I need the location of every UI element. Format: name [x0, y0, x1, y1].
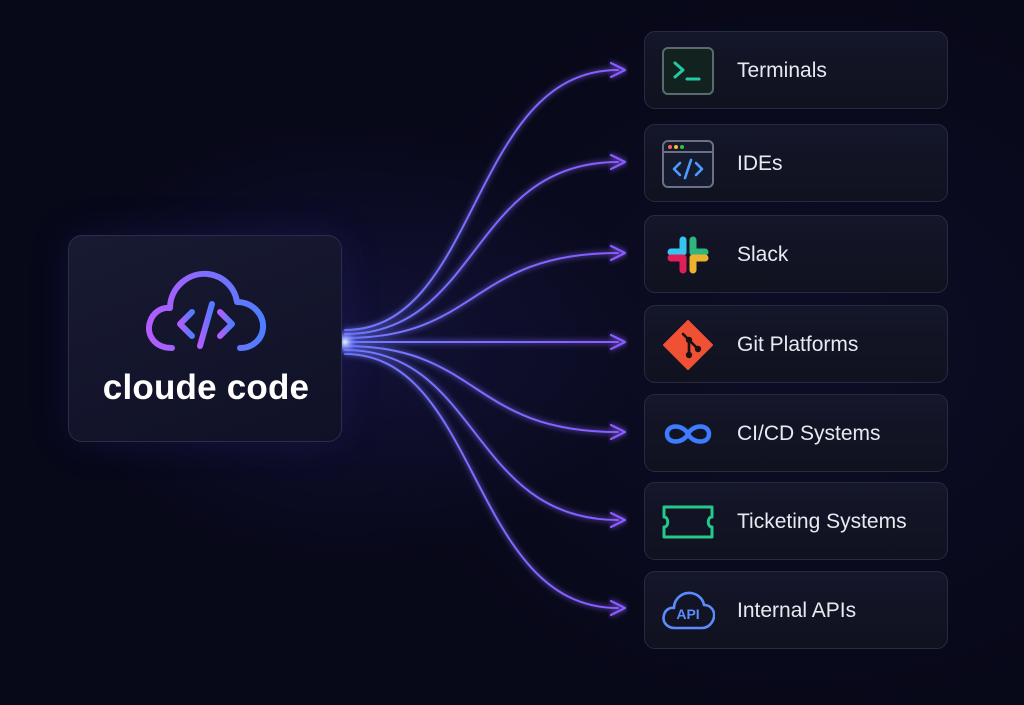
git-icon: [663, 320, 713, 370]
connector-cicd: [344, 345, 619, 433]
cloud-code-icon: [146, 270, 267, 351]
connector-apis: [344, 353, 619, 609]
arrowhead-ides: [609, 153, 627, 171]
target-label: Ticketing Systems: [737, 510, 907, 533]
target-card-ides[interactable]: IDEs: [644, 124, 948, 202]
arrowhead-git: [609, 333, 627, 351]
arrowhead-cicd: [609, 423, 627, 441]
api-icon-text: API: [676, 606, 699, 622]
arrowhead-terminals: [609, 61, 627, 79]
target-card-apis[interactable]: API Internal APIs: [644, 571, 948, 649]
target-card-terminals[interactable]: Terminals: [644, 31, 948, 109]
connector-terminals: [344, 69, 619, 331]
target-label: Internal APIs: [737, 599, 857, 622]
arrowhead-ticketing: [609, 511, 627, 529]
slack-icon: [667, 236, 709, 274]
target-card-ticketing[interactable]: Ticketing Systems: [644, 482, 948, 560]
ticket-icon: [662, 505, 714, 539]
terminal-icon: [662, 47, 714, 95]
target-card-git[interactable]: Git Platforms: [644, 305, 948, 383]
infinity-loop-icon: [664, 424, 712, 444]
connector-ides: [344, 161, 619, 335]
target-label: CI/CD Systems: [737, 422, 881, 445]
target-card-slack[interactable]: Slack: [644, 215, 948, 293]
hub-card: cloude code: [68, 235, 342, 442]
hub-title: cloude code: [102, 368, 310, 407]
target-label: Terminals: [737, 59, 827, 82]
arrowhead-slack: [609, 244, 627, 262]
target-label: IDEs: [737, 152, 783, 175]
target-label: Slack: [737, 243, 789, 266]
connector-ticketing: [344, 349, 619, 521]
connector-slack: [344, 252, 619, 339]
target-card-cicd[interactable]: CI/CD Systems: [644, 394, 948, 472]
arrowhead-apis: [609, 599, 627, 617]
ide-window-icon: [662, 140, 714, 188]
target-label: Git Platforms: [737, 333, 859, 356]
api-cloud-icon: API: [662, 591, 715, 630]
